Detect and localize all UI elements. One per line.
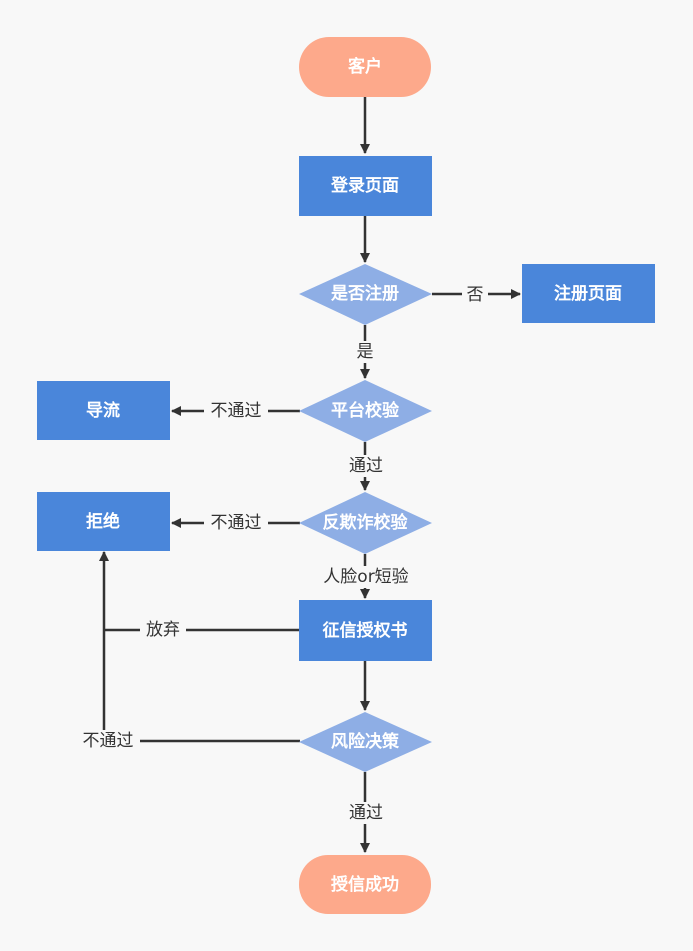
edge-label-no: 否 <box>467 285 484 305</box>
node-customer: 客户 <box>299 37 431 97</box>
edge-label-risk-fail: 不通过 <box>83 731 134 751</box>
edge-label-fraud-method: 人脸or短验 <box>323 567 408 587</box>
node-is-registered-shape <box>299 264 432 325</box>
node-register-page-shape <box>522 264 655 323</box>
node-credit-authorization-label: 征信授权书 <box>323 620 408 641</box>
node-reject: 拒绝 <box>37 492 170 551</box>
edge-labels: 否 是 不通过 通过 不通过 人脸or短验 放弃 不通过 通过 <box>76 283 488 824</box>
node-divert: 导流 <box>37 381 170 440</box>
node-login-page-label: 登录页面 <box>330 175 399 196</box>
node-login-page-shape <box>299 156 432 216</box>
node-platform-check-shape <box>299 380 432 442</box>
node-credit-success-shape <box>299 855 431 914</box>
node-risk-decision-label: 风险决策 <box>331 731 400 752</box>
edge-label-give-up: 放弃 <box>146 620 180 640</box>
node-risk-decision: 风险决策 <box>299 712 432 772</box>
edge-label-fraud-fail: 不通过 <box>211 513 262 533</box>
node-is-registered-label: 是否注册 <box>331 283 399 304</box>
node-reject-shape <box>37 492 170 551</box>
node-login-page: 登录页面 <box>299 156 432 216</box>
node-credit-success: 授信成功 <box>299 855 431 914</box>
edge-label-risk-pass: 通过 <box>349 803 383 823</box>
edge-label-platform-fail: 不通过 <box>211 401 262 421</box>
node-divert-shape <box>37 381 170 440</box>
node-divert-label: 导流 <box>86 400 120 421</box>
node-credit-authorization: 征信授权书 <box>299 600 432 661</box>
node-customer-shape <box>299 37 431 97</box>
node-platform-check: 平台校验 <box>299 380 432 442</box>
edge-risk-decision-fail-to-reject <box>99 551 300 743</box>
node-customer-label: 客户 <box>347 56 382 77</box>
node-anti-fraud-check: 反欺诈校验 <box>299 492 432 554</box>
node-platform-check-label: 平台校验 <box>331 400 400 421</box>
node-credit-authorization-shape <box>299 600 432 661</box>
node-reject-label: 拒绝 <box>86 511 120 532</box>
node-anti-fraud-check-shape <box>299 492 432 554</box>
node-risk-decision-shape <box>299 712 432 772</box>
node-register-page: 注册页面 <box>522 264 655 323</box>
node-is-registered: 是否注册 <box>299 264 432 325</box>
edge-label-yes: 是 <box>357 342 374 362</box>
nodes: 客户 登录页面 是否注册 注册页面 平台校验 导流 <box>37 37 655 914</box>
node-anti-fraud-check-label: 反欺诈校验 <box>323 512 409 533</box>
edge-label-platform-pass: 通过 <box>349 456 383 476</box>
node-register-page-label: 注册页面 <box>554 283 622 304</box>
node-credit-success-label: 授信成功 <box>331 874 399 895</box>
